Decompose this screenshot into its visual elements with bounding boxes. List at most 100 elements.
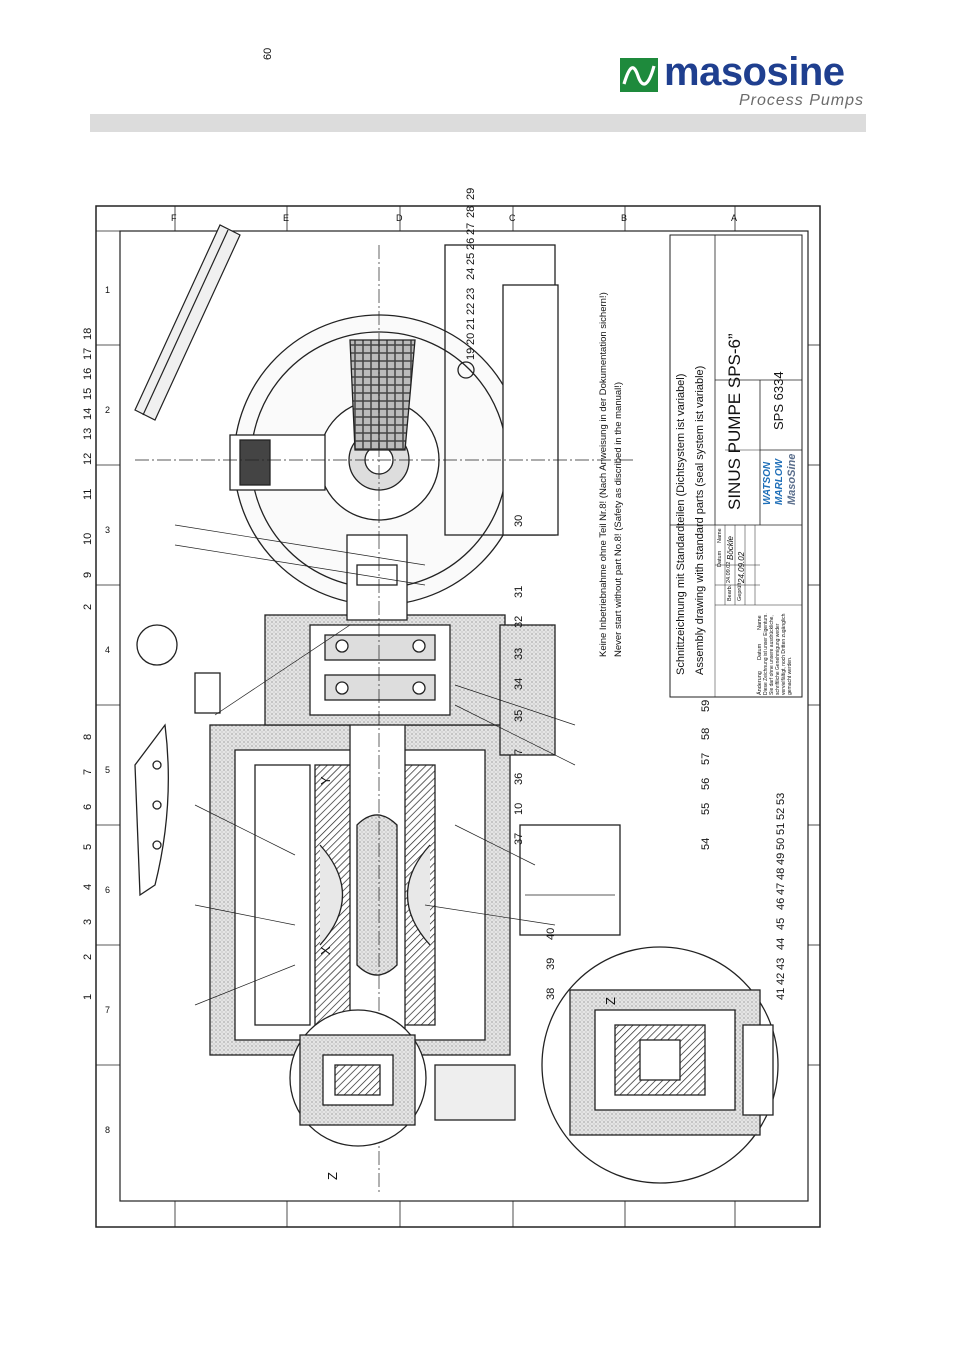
part-callout-25: 25 — [465, 252, 477, 265]
grid-label-6: 6 — [105, 885, 111, 895]
part-callout-23: 23 — [465, 287, 477, 300]
part-callout-13: 13 — [82, 427, 94, 440]
title-block-date-1: 24.09.02 — [726, 561, 732, 583]
part-callout-11: 11 — [82, 488, 94, 500]
grid-label-7: 7 — [105, 1005, 111, 1015]
grid-label-b: B — [621, 213, 628, 223]
title-block-name: Name — [717, 528, 723, 543]
part-callout-8: 8 — [82, 733, 94, 740]
header-band — [90, 114, 866, 132]
grid-label-1: 1 — [105, 285, 111, 295]
part-callout-46: 46 — [775, 897, 787, 910]
brand-watson: WATSON — [762, 461, 773, 505]
part-callout-18: 18 — [82, 327, 94, 340]
title-block-bearb: Bearb. — [727, 584, 733, 601]
part-callout-57: 57 — [700, 752, 712, 765]
part-callout-10: 10 — [82, 532, 94, 545]
part-callout-42: 42 — [775, 972, 787, 985]
part-callout-40: 40 — [545, 927, 557, 940]
logo-wordmark: masosine — [664, 50, 845, 94]
part-callout-51: 51 — [775, 822, 787, 835]
part-callout-28: 28 — [465, 205, 477, 218]
part-callout-9: 9 — [82, 571, 94, 578]
part-callout-2: 2 — [82, 953, 94, 960]
part-callout-47: 47 — [775, 882, 787, 895]
part-callout-38: 38 — [545, 987, 557, 1000]
drawing-number: SPS 6334 — [771, 371, 786, 430]
part-callout-14: 14 — [82, 407, 94, 420]
part-callout-2: 2 — [82, 603, 94, 610]
part-callout-15: 15 — [82, 387, 94, 400]
part-callout-41: 41 — [775, 987, 787, 1000]
part-callout-34: 34 — [513, 677, 525, 690]
part-callout-35: 35 — [513, 709, 525, 722]
part-callout-32: 32 — [513, 615, 525, 628]
part-callout-30: 30 — [513, 514, 525, 527]
part-callout-24: 24 — [465, 267, 477, 280]
part-callout-31: 31 — [513, 585, 525, 598]
part-callout-39: 39 — [545, 957, 557, 970]
grid-label-f: F — [171, 213, 177, 223]
safety-note-english: Never start without part No.8! (Safety a… — [613, 381, 624, 657]
logo-tagline: Process Pumps — [738, 92, 864, 109]
grid-label-2: 2 — [105, 405, 111, 415]
part-callout-36: 36 — [513, 772, 525, 785]
part-callout-19: 19 — [465, 347, 477, 360]
logo-wave-icon — [620, 58, 658, 92]
grid-label-8: 8 — [105, 1125, 111, 1135]
title-block-geprueft: Geprüft — [737, 582, 743, 601]
title-block-copyright: Diese Zeichnung ist unser Eigentum. Sie … — [763, 613, 793, 695]
part-callout-1: 1 — [82, 993, 94, 1000]
grid-label-e: E — [283, 213, 290, 223]
part-callout-20: 20 — [465, 332, 477, 345]
part-callout-58: 58 — [700, 727, 712, 740]
part-callout-21: 21 — [465, 317, 477, 330]
part-callout-44: 44 — [775, 937, 787, 950]
section-label-y: Y — [318, 776, 333, 785]
pump-name: SINUS PUMPE SPS-6” — [725, 333, 744, 510]
section-label-x: X — [318, 946, 333, 955]
part-callout-50: 50 — [775, 837, 787, 850]
assembly-drawing: Keine Inbetriebnahme ohne Teil Nr.8! (Na… — [82, 48, 821, 1228]
safety-note-german: Keine Inbetriebnahme ohne Teil Nr.8! (Na… — [598, 292, 609, 657]
part-callout-53: 53 — [775, 792, 787, 805]
section-label-z: Z — [325, 1172, 340, 1180]
part-callout-22: 22 — [465, 302, 477, 315]
part-callout-60: 60 — [262, 47, 274, 60]
part-callout-6: 6 — [82, 803, 94, 810]
part-callout-33: 33 — [513, 647, 525, 660]
part-callout-52: 52 — [775, 807, 787, 820]
title-block-author: Böckle — [726, 535, 735, 560]
brand-marlow: MARLOW — [774, 458, 785, 505]
part-callout-43: 43 — [775, 957, 787, 970]
title-block-datum: Datum — [717, 550, 723, 567]
part-callout-48: 48 — [775, 867, 787, 880]
part-callout-55: 55 — [700, 802, 712, 815]
part-callout-45: 45 — [775, 917, 787, 930]
grid-label-a: A — [731, 213, 738, 223]
part-callout-16: 16 — [82, 367, 94, 380]
part-callout-7: 7 — [513, 748, 525, 755]
grid-label-d: D — [396, 213, 403, 223]
part-callout-56: 56 — [700, 777, 712, 790]
section-label-z-detail: Z — [603, 997, 618, 1005]
part-callout-12: 12 — [82, 452, 94, 465]
drawing-title-english: Assembly drawing with standard parts (se… — [694, 365, 706, 675]
title-block-date-2: 24.09.02 — [737, 551, 746, 583]
part-callout-54: 54 — [700, 837, 712, 850]
part-callout-3: 3 — [82, 918, 94, 925]
grid-label-3: 3 — [105, 525, 111, 535]
part-callout-49: 49 — [775, 852, 787, 865]
grid-label-4: 4 — [105, 645, 111, 655]
part-callout-37: 37 — [513, 832, 525, 845]
grid-label-5: 5 — [105, 765, 111, 775]
part-callout-7: 7 — [82, 768, 94, 775]
part-callout-10: 10 — [513, 802, 525, 815]
drawing-linework — [95, 205, 821, 1228]
grid-label-c: C — [509, 213, 516, 223]
part-callout-5: 5 — [82, 843, 94, 850]
part-callout-27: 27 — [465, 222, 477, 235]
masosine-logo: masosine Process Pumps — [620, 50, 868, 112]
part-callout-4: 4 — [82, 883, 94, 890]
brand-masosine: MasoSine — [786, 453, 798, 505]
